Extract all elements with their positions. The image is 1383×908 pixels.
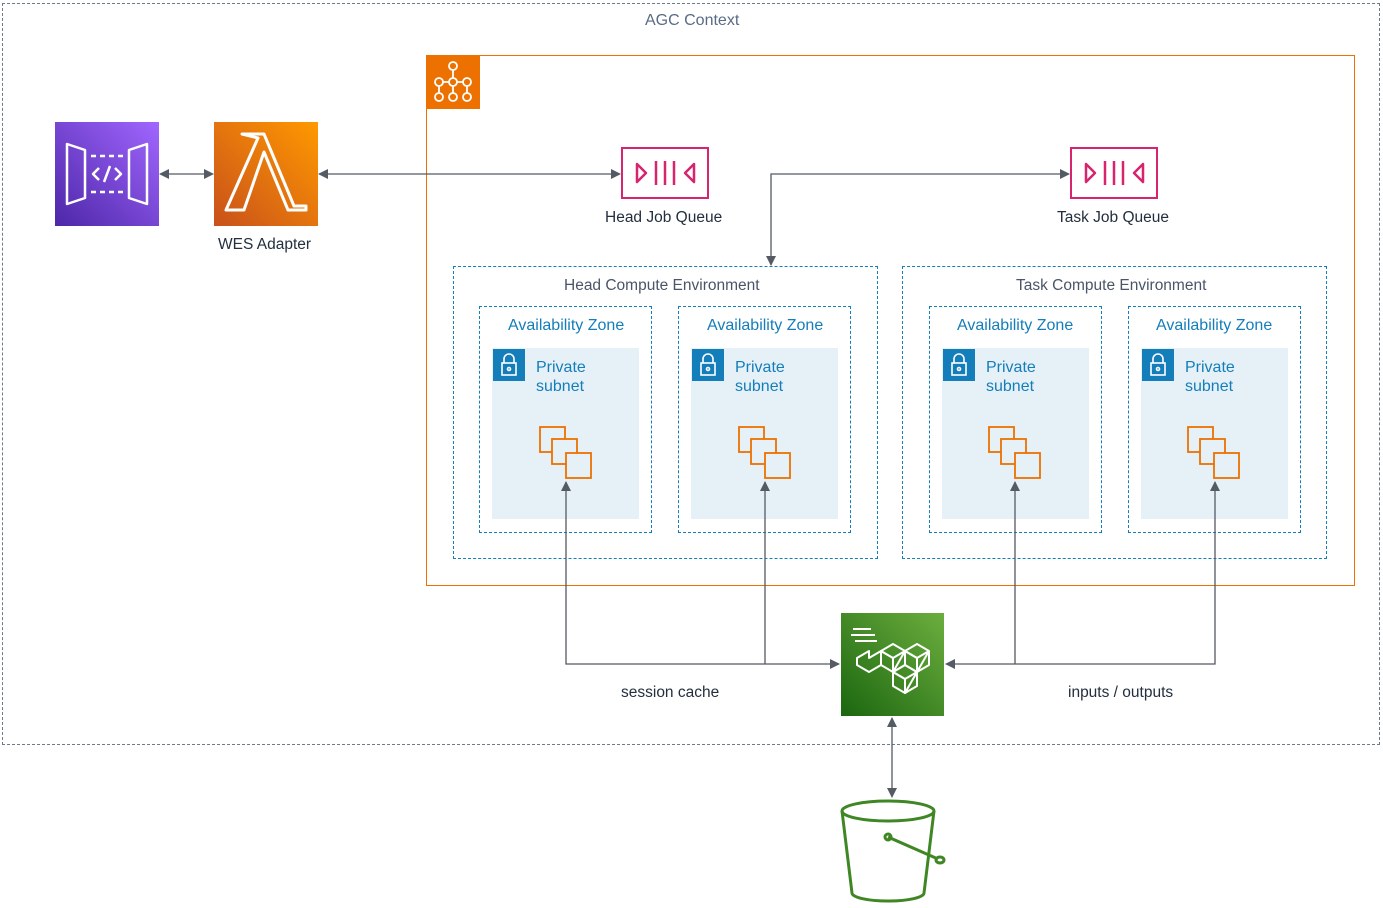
ec2-instances-icon bbox=[1187, 426, 1243, 487]
elastic-file-system-icon bbox=[841, 613, 944, 716]
head-job-queue-icon bbox=[621, 147, 709, 199]
private-subnet-line1: Private bbox=[735, 359, 785, 376]
private-subnet-line2: subnet bbox=[1185, 378, 1234, 395]
task-queue-to-head-env-connector bbox=[766, 169, 1070, 266]
private-subnet-line2: subnet bbox=[536, 378, 585, 395]
private-subnet-label: Private subnet bbox=[536, 358, 586, 396]
ec2-instances-icon bbox=[539, 426, 595, 487]
io-connector-1 bbox=[945, 481, 1220, 669]
step-functions-boundary bbox=[426, 55, 1355, 586]
lock-icon bbox=[692, 349, 724, 381]
lock-icon bbox=[943, 349, 975, 381]
inputs-outputs-label: inputs / outputs bbox=[1068, 684, 1174, 701]
task-job-queue-icon bbox=[1070, 147, 1158, 199]
head-job-queue-label: Head Job Queue bbox=[605, 209, 723, 226]
ec2-instances-icon bbox=[738, 426, 794, 487]
private-subnet-line1: Private bbox=[986, 359, 1036, 376]
lambda-icon bbox=[214, 122, 318, 226]
session-cache-label: session cache bbox=[621, 684, 720, 701]
session-cache-connector-1 bbox=[561, 481, 840, 669]
lock-icon bbox=[493, 349, 525, 381]
availability-zone-title: Availability Zone bbox=[707, 317, 824, 334]
availability-zone-title: Availability Zone bbox=[1156, 317, 1273, 334]
agc-context-title: AGC Context bbox=[645, 12, 740, 29]
api-gateway-icon bbox=[55, 122, 159, 226]
lock-icon bbox=[1142, 349, 1174, 381]
private-subnet-line1: Private bbox=[536, 359, 586, 376]
availability-zone-title: Availability Zone bbox=[508, 317, 625, 334]
step-functions-icon bbox=[426, 55, 480, 109]
private-subnet-label: Private subnet bbox=[986, 358, 1036, 396]
private-subnet-line2: subnet bbox=[735, 378, 784, 395]
task-job-queue-label: Task Job Queue bbox=[1057, 209, 1170, 226]
private-subnet-line2: subnet bbox=[986, 378, 1035, 395]
private-subnet-label: Private subnet bbox=[1185, 358, 1235, 396]
head-compute-environment-title: Head Compute Environment bbox=[564, 277, 760, 294]
s3-bucket-icon bbox=[838, 797, 946, 908]
ec2-instances-icon bbox=[988, 426, 1044, 487]
wes-adapter-label: WES Adapter bbox=[218, 236, 312, 253]
availability-zone-title: Availability Zone bbox=[957, 317, 1074, 334]
private-subnet-label: Private subnet bbox=[735, 358, 785, 396]
task-compute-environment-title: Task Compute Environment bbox=[1016, 277, 1207, 294]
private-subnet-line1: Private bbox=[1185, 359, 1235, 376]
agc-context-boundary bbox=[2, 3, 1380, 745]
